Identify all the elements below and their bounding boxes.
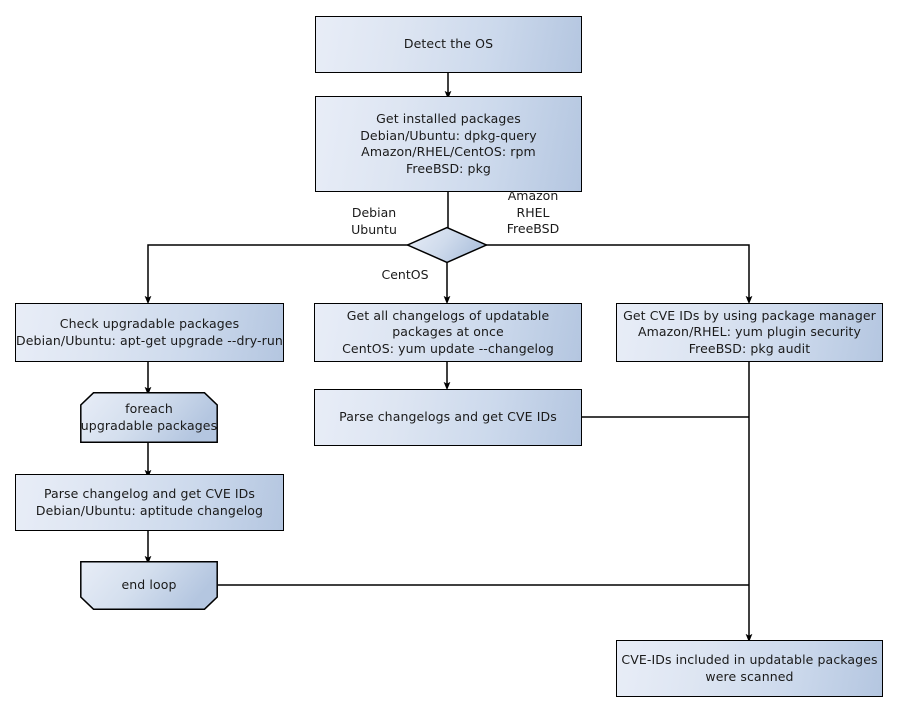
node-end-loop-label: end loop	[121, 577, 177, 593]
edge-label-centos: CentOS	[381, 267, 429, 282]
node-get-all-changelogs[interactable]: Get all changelogs of updatable packages…	[314, 303, 582, 362]
node-get-installed-packages[interactable]: Get installed packages Debian/Ubuntu: dp…	[315, 96, 582, 192]
node-parse-changelogs-multi[interactable]: Parse changelogs and get CVE IDs	[314, 389, 582, 446]
loop-start-shape	[80, 392, 218, 443]
edge-decision-to-check-upgradable	[144, 244, 408, 305]
diamond-shape	[405, 226, 489, 264]
node-detect-os[interactable]: Detect the OS	[315, 16, 582, 73]
node-scanned-result-label: CVE-IDs included in updatable packages w…	[621, 652, 878, 684]
node-end-loop[interactable]: end loop	[80, 561, 218, 610]
node-get-all-changelogs-label: Get all changelogs of updatable packages…	[342, 307, 554, 356]
node-foreach-loop[interactable]: foreach upgradable packages	[80, 392, 218, 443]
node-get-installed-packages-label: Get installed packages Debian/Ubuntu: dp…	[360, 111, 537, 176]
node-detect-os-label: Detect the OS	[403, 36, 494, 52]
node-parse-changelog-single[interactable]: Parse changelog and get CVE IDs Debian/U…	[15, 474, 284, 531]
node-os-decision[interactable]	[405, 226, 489, 264]
loop-end-shape	[80, 561, 218, 610]
edge-decision-to-cve-pkgmgr	[486, 244, 753, 305]
node-scanned-result[interactable]: CVE-IDs included in updatable packages w…	[616, 640, 883, 697]
node-check-upgradable-label: Check upgradable packages Debian/Ubuntu:…	[16, 316, 283, 348]
node-check-upgradable[interactable]: Check upgradable packages Debian/Ubuntu:…	[15, 303, 284, 362]
node-foreach-loop-label: foreach upgradable packages	[80, 401, 218, 433]
edge-label-debian-ubuntu: Debian Ubuntu	[351, 205, 397, 237]
node-get-cve-ids-pkgmgr[interactable]: Get CVE IDs by using package manager Ama…	[616, 303, 883, 362]
node-parse-changelog-single-label: Parse changelog and get CVE IDs Debian/U…	[35, 486, 264, 518]
node-get-cve-ids-pkgmgr-label: Get CVE IDs by using package manager Ama…	[623, 307, 876, 356]
edge-label-amazon-rhel-freebsd: Amazon RHEL FreeBSD	[506, 188, 560, 236]
node-parse-changelogs-multi-label: Parse changelogs and get CVE IDs	[339, 409, 557, 425]
